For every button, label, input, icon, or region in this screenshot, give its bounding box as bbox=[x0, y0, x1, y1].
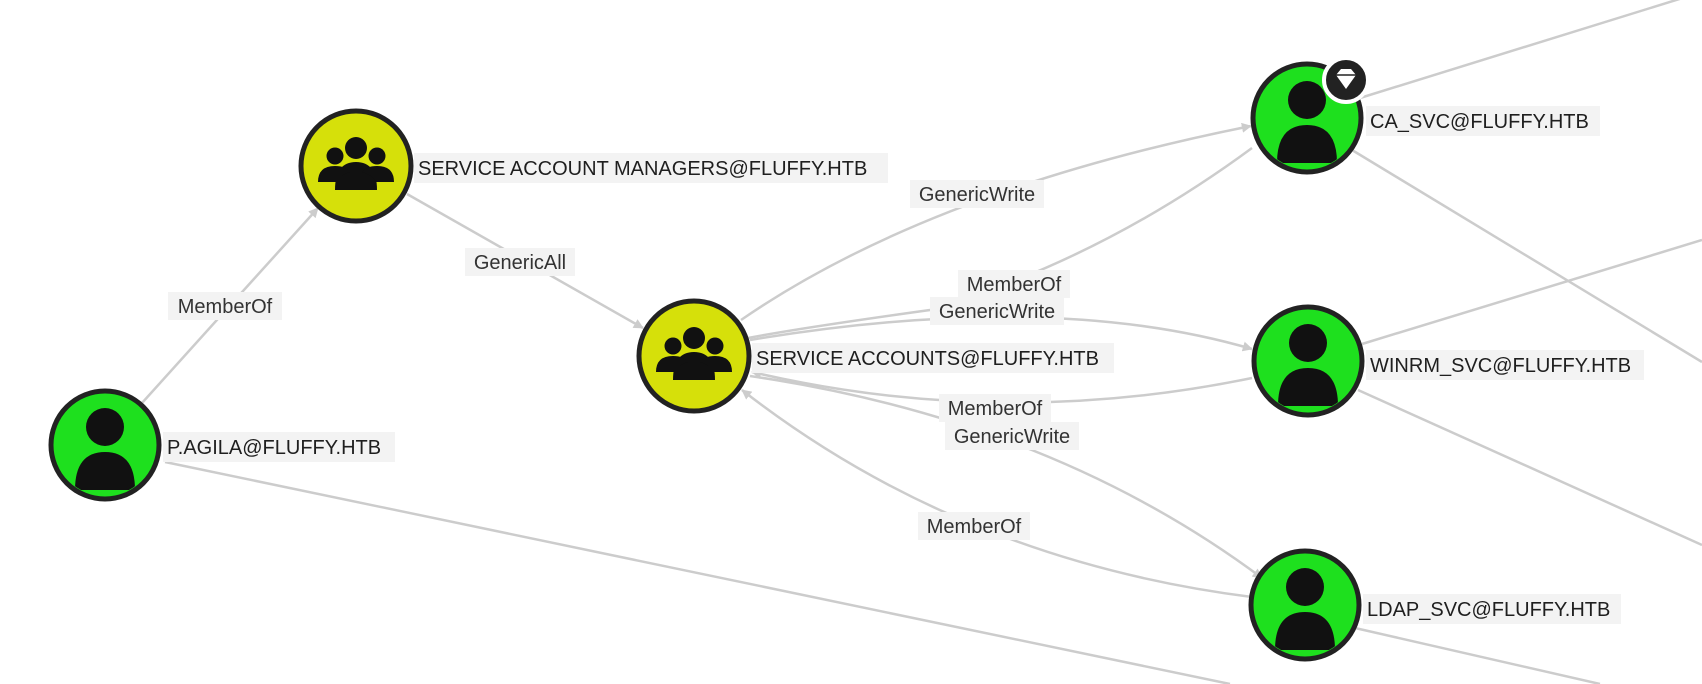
diamond-badge-icon bbox=[1322, 56, 1370, 104]
edges bbox=[141, 0, 1702, 684]
node-winrm-svc[interactable]: WINRM_SVC@FLUFFY.HTB bbox=[1251, 304, 1644, 418]
edge-labels: MemberOf GenericAll GenericWrite MemberO… bbox=[168, 180, 1079, 540]
edge-offscreen bbox=[1359, 0, 1681, 100]
edge-label: MemberOf bbox=[918, 512, 1030, 540]
user-icon bbox=[1278, 324, 1338, 406]
group-icon bbox=[656, 327, 732, 380]
node-label-bg bbox=[414, 153, 888, 183]
edge-label-text: GenericAll bbox=[474, 252, 566, 274]
edge-label: GenericAll bbox=[465, 248, 575, 276]
user-icon bbox=[1277, 81, 1337, 163]
edge-label: MemberOf bbox=[939, 394, 1051, 422]
node-ldap-svc[interactable]: LDAP_SVC@FLUFFY.HTB bbox=[1248, 548, 1621, 662]
edge-offscreen bbox=[1357, 388, 1702, 547]
user-icon bbox=[75, 408, 135, 490]
edge-label-text: MemberOf bbox=[927, 516, 1022, 538]
edge-label-text: GenericWrite bbox=[954, 426, 1070, 448]
edge-label-text: MemberOf bbox=[178, 296, 273, 318]
node-label: LDAP_SVC@FLUFFY.HTB bbox=[1367, 599, 1610, 621]
group-icon bbox=[318, 137, 394, 190]
node-ca-svc[interactable]: CA_SVC@FLUFFY.HTB bbox=[1250, 56, 1600, 175]
edge-offscreen bbox=[1351, 148, 1702, 364]
node-label-bg bbox=[1366, 106, 1600, 136]
edge-label: GenericWrite bbox=[930, 297, 1064, 325]
node-label-bg bbox=[1363, 594, 1621, 624]
node-service-account-managers[interactable]: SERVICE ACCOUNT MANAGERS@FLUFFY.HTB bbox=[298, 108, 888, 224]
node-service-accounts[interactable]: SERVICE ACCOUNTS@FLUFFY.HTB bbox=[636, 298, 1114, 414]
edge-label: GenericWrite bbox=[910, 180, 1044, 208]
node-label: SERVICE ACCOUNTS@FLUFFY.HTB bbox=[756, 348, 1099, 370]
node-label-bg bbox=[163, 432, 395, 462]
edge-offscreen bbox=[1354, 626, 1601, 684]
edge-offscreen bbox=[164, 460, 1231, 684]
edge-label-text: MemberOf bbox=[948, 398, 1043, 420]
node-label-bg bbox=[1366, 350, 1644, 380]
node-label: SERVICE ACCOUNT MANAGERS@FLUFFY.HTB bbox=[418, 158, 867, 180]
user-icon bbox=[1275, 568, 1335, 650]
edge-label: GenericWrite bbox=[945, 422, 1079, 450]
edge-label: MemberOf bbox=[958, 270, 1070, 298]
node-label-bg bbox=[752, 343, 1114, 373]
edge-offscreen bbox=[1361, 238, 1702, 346]
edge-label-text: MemberOf bbox=[967, 274, 1062, 296]
node-p-agila[interactable]: P.AGILA@FLUFFY.HTB bbox=[48, 388, 395, 502]
node-label: P.AGILA@FLUFFY.HTB bbox=[167, 437, 381, 459]
edge-label: MemberOf bbox=[168, 292, 282, 320]
edge-label-text: GenericWrite bbox=[919, 184, 1035, 206]
node-label: WINRM_SVC@FLUFFY.HTB bbox=[1370, 355, 1631, 377]
node-label: CA_SVC@FLUFFY.HTB bbox=[1370, 111, 1589, 133]
edge-label-text: GenericWrite bbox=[939, 301, 1055, 323]
